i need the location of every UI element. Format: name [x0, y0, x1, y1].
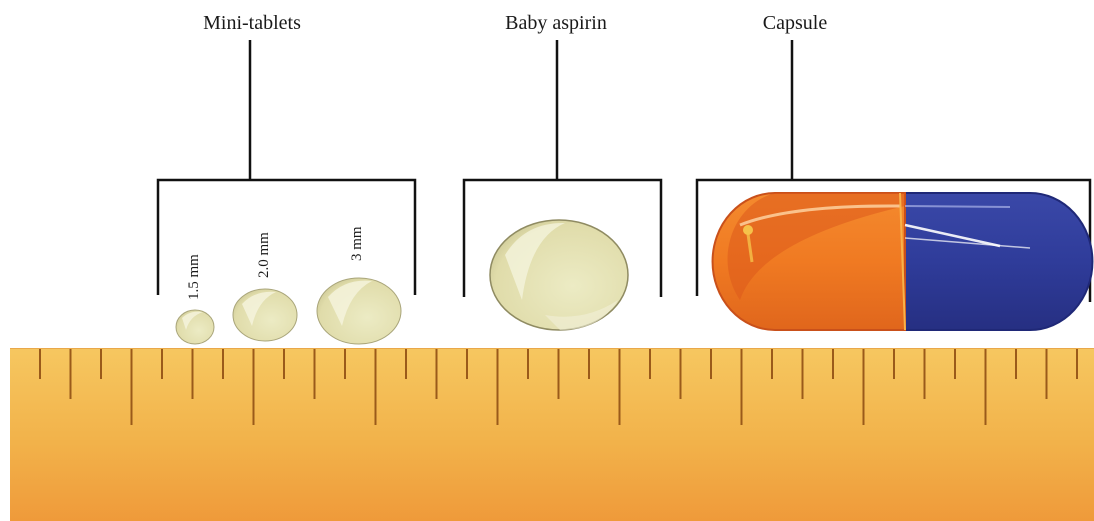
size-label-3mm: 3 mm	[349, 226, 366, 261]
mini-tablet-2-0mm	[233, 289, 297, 341]
ruler-body	[10, 348, 1094, 521]
capsule-blue-half	[895, 193, 1092, 330]
capsule	[713, 193, 1093, 330]
size-label-2-0mm: 2.0 mm	[256, 232, 273, 278]
baby-aspirin-tablet	[490, 220, 628, 330]
mini-tablet-1-5mm	[176, 310, 214, 344]
ruler	[10, 348, 1094, 521]
size-label-1-5mm: 1.5 mm	[186, 254, 203, 300]
mini-tablet-3mm	[317, 278, 401, 344]
label-mini-tablets: Mini-tablets	[203, 12, 301, 35]
label-capsule: Capsule	[763, 12, 827, 35]
label-baby-aspirin: Baby aspirin	[505, 12, 607, 35]
